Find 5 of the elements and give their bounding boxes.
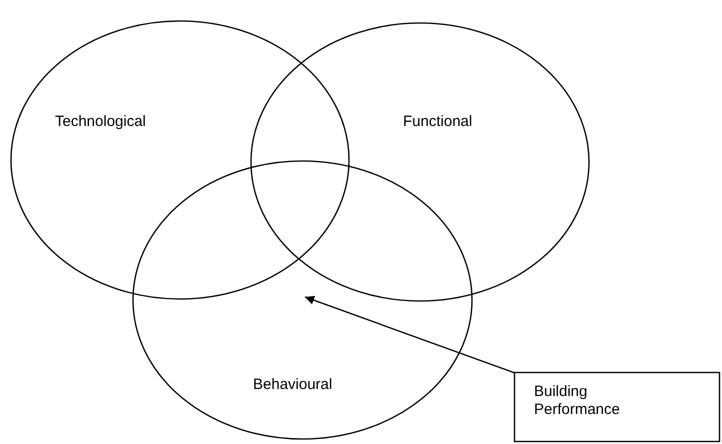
set-label: Functional — [403, 113, 472, 131]
set-label: Behavioural — [253, 376, 332, 394]
arrow — [304, 296, 516, 374]
callout-text: Building Performance — [534, 383, 621, 419]
set-label: Technological — [55, 113, 146, 131]
